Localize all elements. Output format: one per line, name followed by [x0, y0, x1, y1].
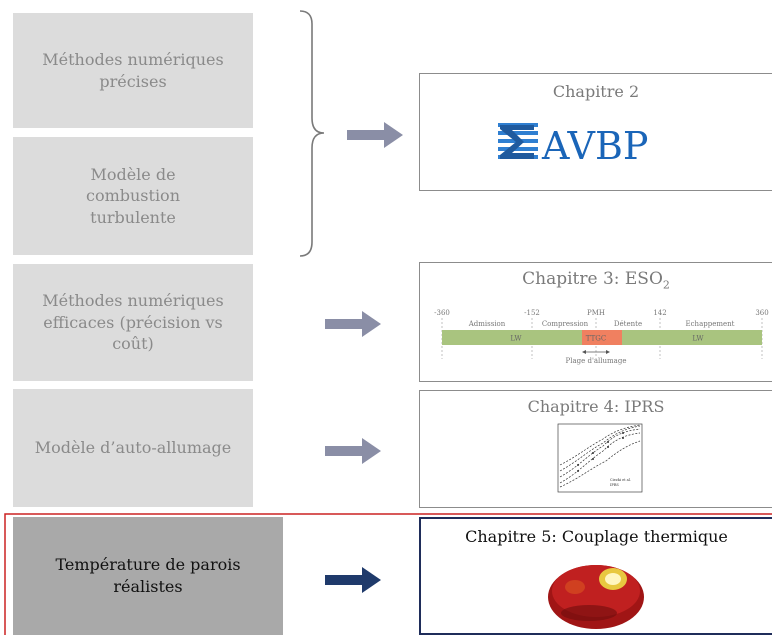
title-chapitre-3-main: Chapitre 3: ESO — [522, 269, 663, 289]
piston-thermal-image — [548, 565, 644, 629]
tick-label: 142 — [653, 309, 666, 317]
title-chapitre-3-sub: 2 — [662, 278, 670, 292]
bar-label: LW — [692, 335, 704, 343]
curly-brace — [299, 10, 325, 257]
legend-entry: Ciezki et al. — [610, 478, 631, 482]
box-chapitre-2: Chapitre 2 AVBP — [419, 73, 772, 191]
arrow-1-icon — [347, 122, 403, 148]
label-combustion-turbulente: Modèle de combustion turbulente — [85, 164, 180, 227]
box-chapitre-5: Chapitre 5: Couplage thermique — [419, 517, 772, 635]
box-temperature-parois: Température de parois réalistes — [13, 517, 283, 635]
engine-cycle-timeline: -360 -152 PMH 142 360 Admission Compress… — [434, 309, 769, 365]
box-methodes-efficaces: Méthodes numériques efficaces (précision… — [13, 264, 253, 381]
title-chapitre-3: Chapitre 3: ESO2 — [420, 269, 772, 291]
box-auto-allumage: Modèle d’auto-allumage — [13, 389, 253, 507]
title-chapitre-2: Chapitre 2 — [552, 82, 640, 101]
arrow-3-icon — [325, 438, 381, 464]
logo-text: AVBP — [541, 124, 649, 168]
phase-label: Détente — [614, 320, 642, 328]
title-chapitre-5: Chapitre 5: Couplage thermique — [465, 527, 728, 546]
title-chapitre-4: Chapitre 4: IPRS — [527, 397, 665, 416]
tick-label: PMH — [587, 309, 605, 317]
arrow-4-icon — [325, 567, 381, 593]
arrow-2-icon — [325, 311, 381, 337]
label-auto-allumage: Modèle d’auto-allumage — [34, 438, 232, 458]
bar-label: LW — [510, 335, 522, 343]
box-methodes-precises: Méthodes numériques précises — [13, 13, 253, 128]
box-chapitre-4: Chapitre 4: IPRS Ciezki et al. IPRS — [419, 390, 772, 508]
box-combustion-turbulente: Modèle de combustion turbulente — [13, 137, 253, 255]
legend-entry: IPRS — [610, 483, 619, 487]
avbp-logo: AVBP — [498, 123, 649, 168]
label-methodes-efficaces: Méthodes numériques efficaces (précision… — [42, 291, 224, 354]
ignition-delay-plot: Ciezki et al. IPRS — [557, 423, 643, 493]
phase-label: Echappement — [686, 320, 735, 328]
phase-label: Admission — [468, 320, 506, 328]
bar-label: TTGC — [586, 335, 606, 343]
tick-label: 360 — [755, 309, 768, 317]
box-chapitre-3: Chapitre 3: ESO2 -360 -152 PMH 142 360 A… — [419, 262, 772, 382]
label-temperature-parois: Température de parois réalistes — [55, 555, 241, 596]
timeline-highlight — [582, 330, 622, 345]
tick-label: -152 — [524, 309, 540, 317]
tick-label: -360 — [434, 309, 450, 317]
phase-label: Compression — [542, 320, 589, 328]
range-label: Plage d'allumage — [566, 357, 627, 365]
label-methodes-precises: Méthodes numériques précises — [42, 49, 224, 91]
